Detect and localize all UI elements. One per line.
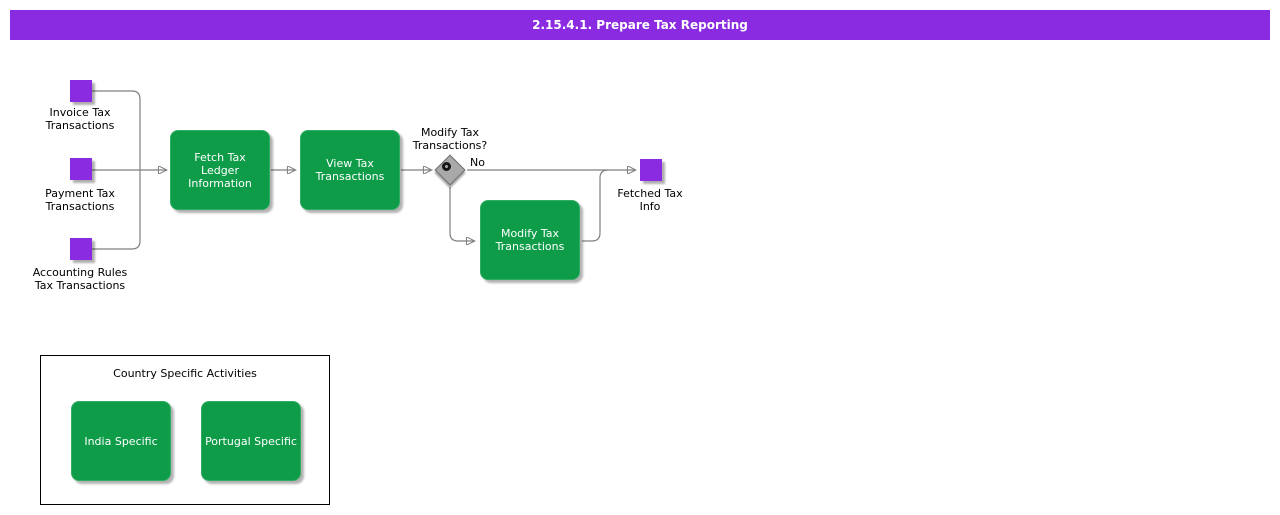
data-object-invoice-tax-label: Invoice Tax Transactions [45, 106, 115, 132]
connector-accounting-to-junction [92, 170, 141, 250]
task-view-tax-transactions[interactable]: View Tax Transactions [300, 130, 400, 210]
activity-portugal-specific[interactable]: Portugal Specific [201, 401, 301, 481]
data-object-accounting-rules-label: Accounting Rules Tax Transactions [32, 266, 128, 292]
data-object-accounting-rules-icon[interactable] [70, 238, 92, 260]
task-view-label: View Tax Transactions [315, 157, 385, 183]
task-fetch-label: Fetch Tax Ledger Information [188, 150, 252, 190]
decision-no-branch-label: No [470, 156, 485, 169]
connector-gateway-to-modify [449, 187, 474, 241]
data-object-payment-tax-label: Payment Tax Transactions [45, 187, 115, 213]
task-fetch-tax-ledger-information[interactable]: Fetch Tax Ledger Information [170, 130, 270, 210]
country-group-title: Country Specific Activities [113, 367, 257, 380]
activity-portugal-label: Portugal Specific [205, 434, 297, 448]
connector-invoice-to-junction [92, 90, 141, 170]
decision-gateway-ring-icon [442, 162, 451, 171]
page-title: 2.15.4.1. Prepare Tax Reporting [532, 18, 748, 32]
connector-modify-to-fetched [582, 169, 609, 242]
task-modify-label: Modify Tax Transactions [495, 227, 565, 253]
activity-india-label: India Specific [84, 434, 158, 448]
activity-india-specific[interactable]: India Specific [71, 401, 171, 481]
decision-question-label: Modify Tax Transactions? [412, 126, 488, 152]
data-object-invoice-tax-icon[interactable] [70, 80, 92, 102]
title-bar: 2.15.4.1. Prepare Tax Reporting [10, 10, 1270, 40]
data-object-fetched-tax-info-icon[interactable] [640, 159, 662, 181]
task-modify-tax-transactions[interactable]: Modify Tax Transactions [480, 200, 580, 280]
data-object-fetched-tax-info-label: Fetched Tax Info [617, 187, 683, 213]
data-object-payment-tax-icon[interactable] [70, 158, 92, 180]
country-specific-activities-group: Country Specific Activities India Specif… [40, 355, 330, 505]
